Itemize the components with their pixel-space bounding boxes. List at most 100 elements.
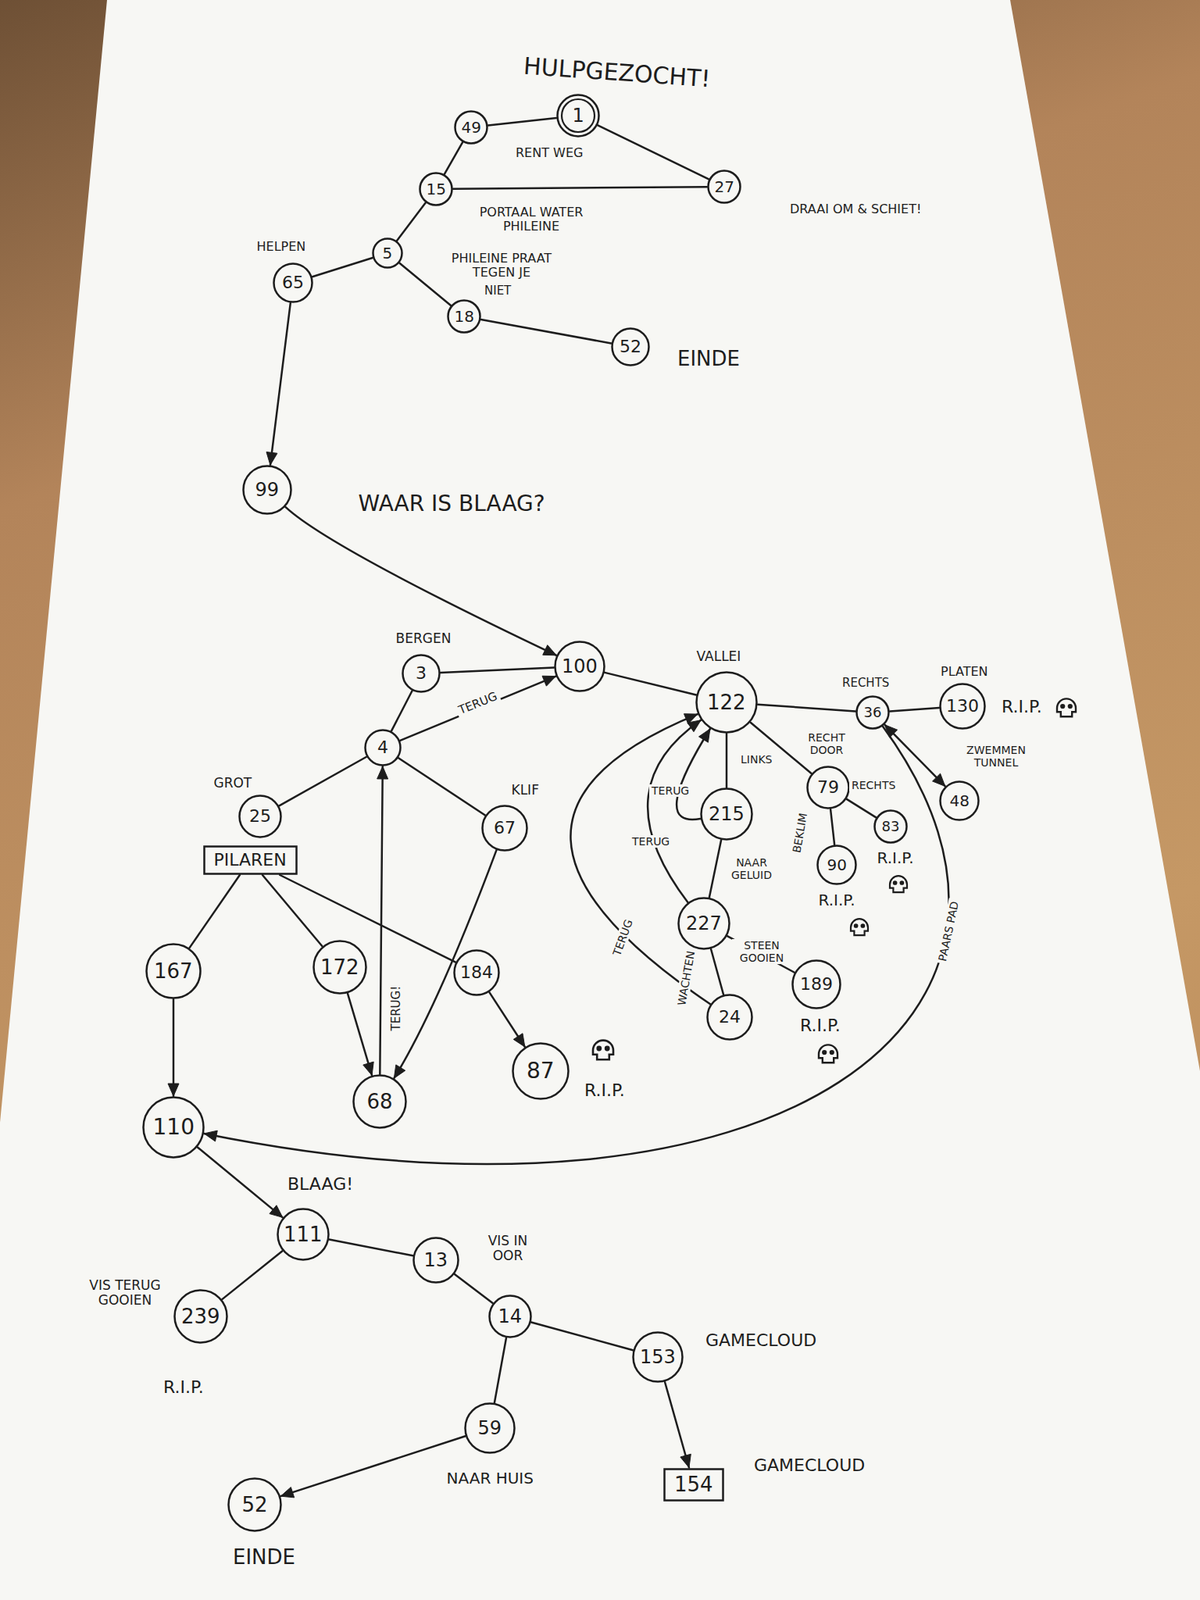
circle-outline [857,696,890,729]
connector-line [531,1321,633,1350]
node-number: 1 [572,105,585,126]
node-caption: VALLEI [696,649,742,665]
node-number: 189 [800,975,833,994]
connector-line [379,766,383,1075]
node-number: 59 [478,1417,503,1439]
connector-line [604,672,697,696]
connector-line [312,257,373,277]
node-circle: 167 [145,942,202,1000]
connector [726,733,728,788]
skull-eye [900,880,905,886]
node-number: 130 [946,696,979,716]
node-circle: 25GROT [238,794,283,839]
node-circle: 90R.I.P. [816,844,858,886]
circle-outline [420,173,453,206]
connector [846,799,877,818]
circle-outline [696,672,758,733]
circle-outline [414,1238,459,1283]
connector-line [396,203,426,241]
connector-line [488,117,557,126]
node-number: 18 [454,307,475,325]
node-number: 24 [718,1007,741,1027]
arrow-head [167,1083,179,1097]
edge-label: RECHT DOOR [796,731,857,757]
node-number: 4 [377,738,389,758]
node-caption: PHILEINE PRAAT TEGEN JE [437,251,567,281]
node-number: 5 [382,244,393,262]
node-circle: 184 [453,949,500,997]
node-caption: BLAAG! [287,1174,354,1194]
connector [262,875,323,947]
node-circle: 189R.I.P. [791,959,842,1010]
connector [604,672,697,696]
connector-line [757,704,856,712]
connector [312,257,373,277]
node-caption: VIS TERUG GOOIEN [74,1278,176,1309]
box-outline [664,1468,724,1500]
node-circle: 239VIS TERUG GOOIENR.I.P. [173,1289,229,1344]
node-caption: PLATEN [940,664,988,679]
edge-label: TERUG [649,784,692,797]
node-circle: 1 [556,93,600,138]
connector [328,1239,413,1256]
node-circle: 110 [142,1096,205,1159]
arrow-head [280,1487,294,1498]
node-circle: 100 [553,640,606,693]
circle-outline [707,995,753,1040]
connector-line [172,999,175,1097]
connector [481,319,612,344]
node-circle: 68 [352,1074,408,1129]
node-number: 111 [283,1223,323,1247]
circle-outline [455,111,488,144]
circle-outline [143,1097,204,1158]
circle-outline [678,898,730,950]
connector [393,850,497,1079]
connector [266,303,291,465]
node-number: 48 [950,792,970,810]
connector [391,690,413,731]
edge-label: NAAR GELUID [721,856,782,882]
circle-outline [465,1403,515,1454]
node-number: 239 [181,1305,221,1329]
skull-outline [592,1040,614,1061]
edge-label: BEKLIM [789,809,811,857]
connector-line [262,875,323,947]
connector-line [727,935,795,973]
circle-outline [365,730,401,766]
connector [221,1250,283,1300]
node-number: 49 [461,118,482,136]
connector [399,263,451,306]
connector-line [709,839,722,897]
connector-line [279,875,456,963]
circle-outline [612,328,650,366]
skull-outline [889,875,908,893]
node-circle: 52EINDE [227,1477,283,1533]
node-circle: 111BLAAG! [276,1207,330,1261]
skull-eye [860,923,866,929]
circle-outline [708,171,741,204]
connector [757,704,856,712]
node-number: 153 [639,1346,676,1368]
connector-line [454,1274,493,1304]
skull-eye [1067,703,1073,709]
connector-line [489,992,525,1047]
node-caption: R.I.P. [877,849,915,868]
circle-outline [701,789,753,840]
circle-outline [792,960,841,1009]
node-circle: 5PHILEINE PRAAT TEGEN JE [371,237,404,269]
node-caption: GROT [214,775,253,792]
connector-line [399,263,451,306]
node-caption: KLIF [511,782,540,799]
node-circle: 48 [939,780,980,822]
node-circle: 65HELPEN [272,262,314,304]
node-number: 90 [827,856,847,874]
connector [727,935,795,973]
connector-line [203,726,949,1165]
circle-outline [557,95,600,137]
connector [444,142,463,175]
node-number: 14 [498,1306,523,1327]
node-box: 154GAMECLOUD [663,1467,725,1502]
node-circle: 67KLIF [481,804,529,852]
connector-line [494,1338,507,1404]
